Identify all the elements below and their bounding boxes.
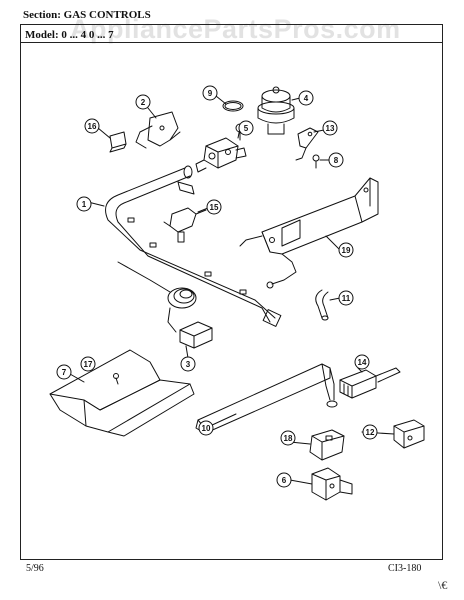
- clip-drawing: [295, 127, 319, 161]
- callout-11: 11: [338, 290, 354, 306]
- model-number: 0 ... 4 0 ... 7: [61, 29, 114, 41]
- section-heading: Section: GAS CONTROLS: [23, 9, 151, 21]
- callout-10: 10: [198, 420, 214, 436]
- elbow-tube-drawing: [315, 289, 329, 321]
- terminal-block-drawing: [393, 419, 425, 449]
- callout-15: 15: [206, 199, 222, 215]
- diagram-frame: [20, 24, 443, 560]
- callout-18: 18: [280, 430, 296, 446]
- model-heading: Model: 0 ... 4 0 ... 7: [25, 29, 114, 41]
- callout-label: 4: [304, 94, 309, 103]
- bracket-drawing: [135, 111, 181, 149]
- callout-17: 17: [80, 356, 96, 372]
- callout-label: 19: [342, 246, 351, 255]
- callout-4: 4: [298, 90, 314, 106]
- callout-9: 9: [202, 85, 218, 101]
- model-label: Model:: [25, 29, 59, 41]
- watermark: AppliancePartsPros.com: [70, 14, 401, 44]
- o-ring-drawing: [222, 100, 244, 112]
- callout-label: 11: [342, 294, 351, 303]
- clip-small-drawing: [109, 131, 127, 153]
- pressure-regulator-drawing: [257, 86, 295, 135]
- section-label: Section:: [23, 9, 61, 21]
- screw-drawing: [312, 154, 320, 169]
- model-divider: [20, 42, 443, 43]
- callout-label: 9: [208, 89, 213, 98]
- revision-date: 5/96: [26, 563, 44, 574]
- callout-label: 18: [284, 434, 293, 443]
- callout-8: 8: [328, 152, 344, 168]
- safety-valve-drawing: [163, 207, 207, 243]
- callout-14: 14: [354, 354, 370, 370]
- callout-label: 6: [282, 476, 287, 485]
- callout-6: 6: [276, 472, 292, 488]
- callout-label: 10: [202, 424, 211, 433]
- callout-label: 16: [88, 122, 97, 131]
- callout-12: 12: [362, 424, 378, 440]
- callout-label: 1: [82, 200, 87, 209]
- callout-13: 13: [322, 120, 338, 136]
- callout-label: 7: [62, 368, 67, 377]
- section-name: GAS CONTROLS: [63, 9, 151, 21]
- callout-1: 1: [76, 196, 92, 212]
- callout-label: 13: [326, 124, 335, 133]
- callout-label: 14: [358, 358, 367, 367]
- screw-shield-drawing: [113, 373, 119, 385]
- callout-label: 3: [186, 360, 191, 369]
- broil-burner-bracket-drawing: [239, 177, 379, 289]
- callout-16: 16: [84, 118, 100, 134]
- thermostat-drawing: [117, 261, 213, 349]
- scan-mark: \€: [438, 578, 448, 592]
- manifold-pipe-drawing: [105, 165, 282, 327]
- callout-2: 2: [135, 94, 151, 110]
- callout-7: 7: [56, 364, 72, 380]
- shield-drawing: [49, 349, 195, 437]
- callout-19: 19: [338, 242, 354, 258]
- callout-3: 3: [180, 356, 196, 372]
- burner-tube-drawing: [195, 363, 338, 435]
- callout-label: 15: [210, 203, 219, 212]
- page-code: CI3-180: [388, 563, 422, 574]
- igniter-drawing: [339, 367, 401, 399]
- callout-leaders: [69, 95, 395, 485]
- bracket-plate-drawing: [311, 467, 353, 501]
- callout-label: 2: [141, 98, 146, 107]
- callout-label: 12: [366, 428, 375, 437]
- valve-drawing: [195, 123, 247, 173]
- callout-label: 5: [244, 124, 249, 133]
- spark-module-drawing: [309, 429, 345, 461]
- callout-label: 17: [84, 360, 93, 369]
- callout-5: 5: [238, 120, 254, 136]
- callout-label: 8: [334, 156, 339, 165]
